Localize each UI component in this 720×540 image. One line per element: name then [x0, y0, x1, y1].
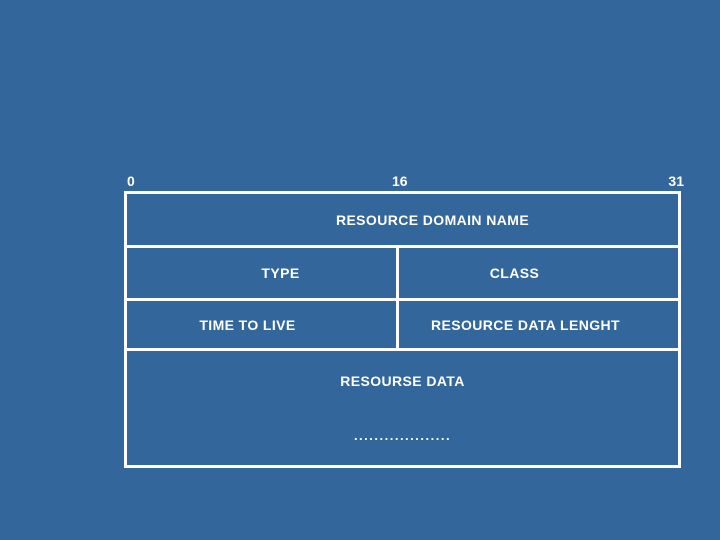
type-label: TYPE — [261, 265, 300, 281]
cell-resource-domain-name: RESOURCE DOMAIN NAME — [127, 194, 678, 245]
class-label: CLASS — [489, 265, 540, 281]
bit-label-16: 16 — [392, 173, 408, 189]
bit-label-0: 0 — [127, 173, 135, 189]
row-ttl-rdlength: TIME TO LIVE RESOURCE DATA LENGHT — [127, 301, 678, 351]
resource-data-label: RESOURSE DATA — [340, 373, 465, 389]
resource-data-cell-title: RESOURSE DATA — [127, 373, 678, 389]
row-type-class: TYPE CLASS — [127, 248, 678, 301]
cell-resource-data-length: RESOURCE DATA LENGHT — [399, 301, 678, 348]
cell-class: CLASS — [399, 248, 678, 298]
cell-time-to-live: TIME TO LIVE — [127, 301, 399, 348]
bit-ruler: 0 16 31 — [124, 173, 684, 191]
row-resource-domain-name: RESOURCE DOMAIN NAME — [127, 194, 678, 248]
bit-label-31: 31 — [668, 173, 684, 189]
cell-type: TYPE — [127, 248, 399, 298]
resource-domain-name-label: RESOURCE DOMAIN NAME — [335, 211, 530, 228]
row-resource-data: RESOURSE DATA ................... — [127, 351, 678, 465]
resource-record-table: RESOURCE DOMAIN NAME TYPE CLASS TIME TO … — [124, 191, 681, 468]
time-to-live-label: TIME TO LIVE — [199, 316, 296, 333]
ellipsis-dots: ................... — [353, 428, 452, 443]
resource-data-length-label: RESOURCE DATA LENGHT — [431, 316, 620, 333]
resource-data-ellipsis: ................... — [127, 427, 678, 443]
